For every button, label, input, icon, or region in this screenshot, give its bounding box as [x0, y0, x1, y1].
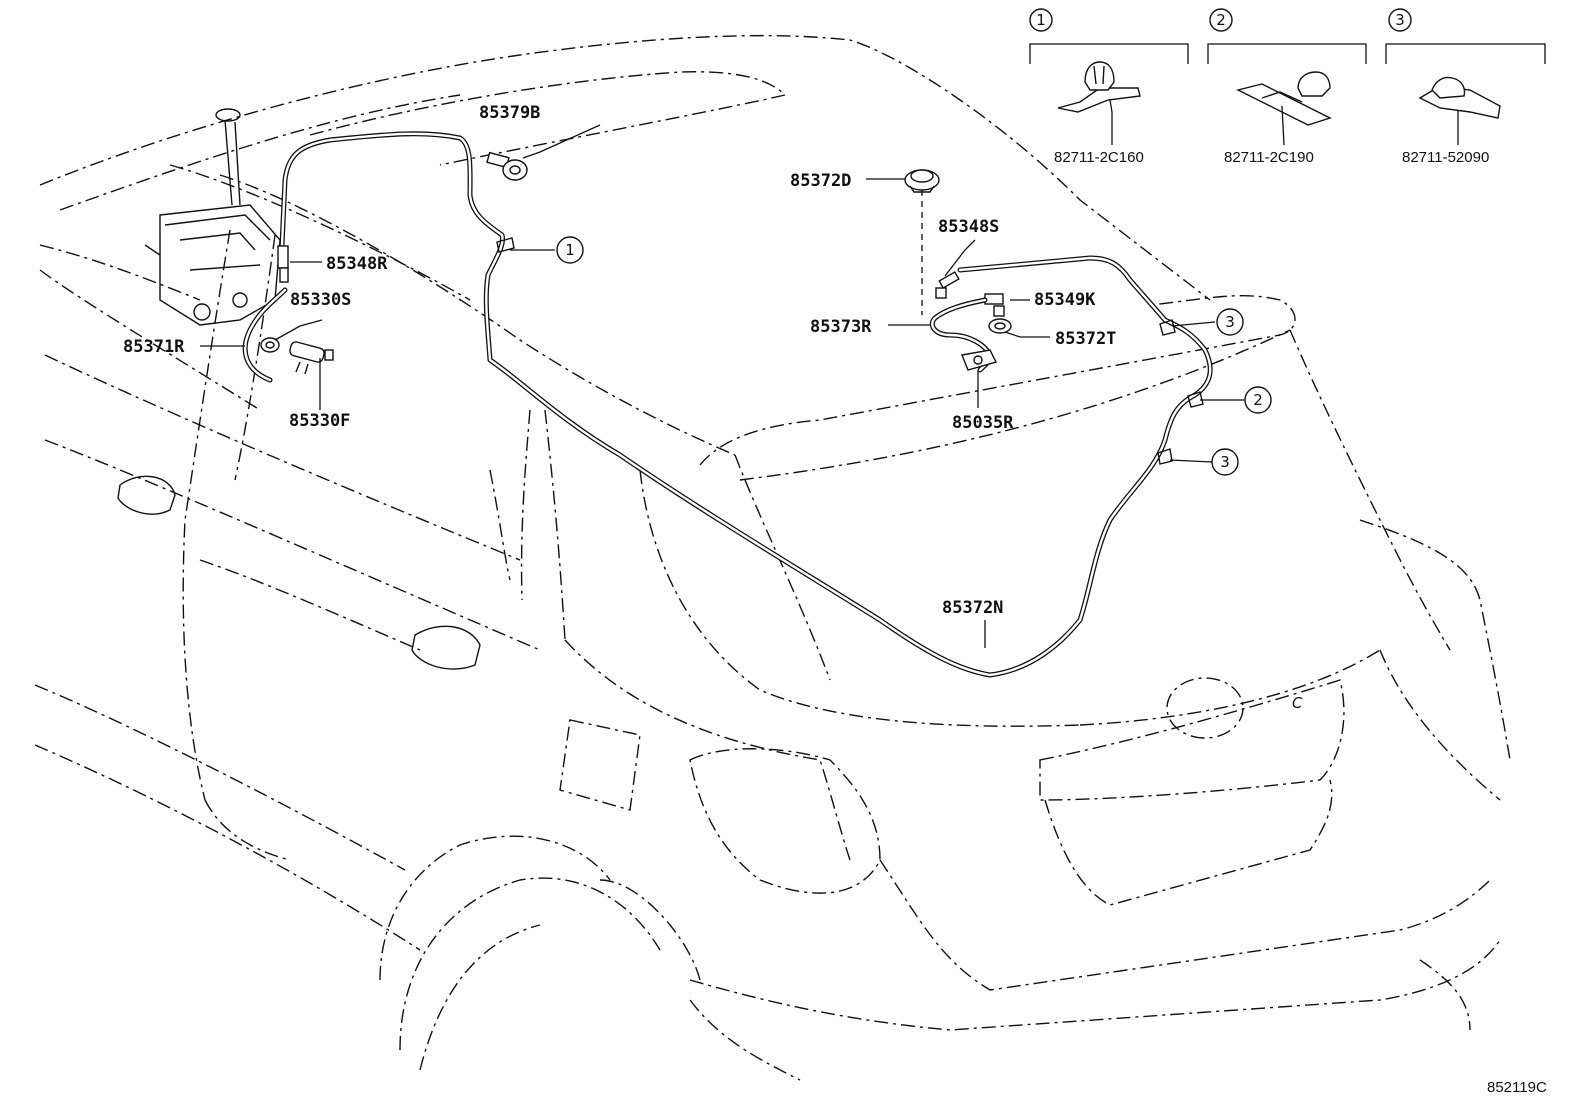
callout-circle-2: 2 — [1244, 386, 1272, 414]
legend-code-2: 82711-2C190 — [1224, 149, 1314, 166]
legend-code-3: 82711-52090 — [1402, 149, 1489, 166]
leader-lines — [200, 124, 1245, 648]
label-85373R: 85373R — [810, 317, 872, 337]
svg-text:1: 1 — [1036, 11, 1046, 29]
legend-key-3: 3 82711-52090 — [1385, 8, 1546, 166]
svg-text:3: 3 — [1395, 11, 1405, 29]
cap-85372D — [904, 169, 940, 193]
label-85372D: 85372D — [790, 171, 851, 191]
label-85035R: 85035R — [952, 413, 1014, 433]
joint-85348S — [935, 271, 960, 299]
label-85372T: 85372T — [1055, 329, 1116, 349]
grommet-85330S — [260, 337, 280, 353]
clip-legend: 1 82711-2C160 2 82711-2C190 3 — [1029, 8, 1546, 166]
callout-circle-3a: 3 — [1216, 308, 1244, 336]
emblem-letter: C — [1292, 694, 1303, 712]
clip-85379B — [486, 151, 528, 181]
label-85349K: 85349K — [1034, 290, 1096, 310]
legend-code-1: 82711-2C160 — [1054, 149, 1144, 166]
callout-circle-1: 1 — [556, 236, 584, 264]
label-85330F: 85330F — [289, 411, 350, 431]
label-85348R: 85348R — [326, 254, 388, 274]
legend-key-2: 2 82711-2C190 — [1207, 8, 1367, 166]
label-85379B: 85379B — [479, 103, 540, 123]
hose-clip-3b — [1157, 448, 1173, 465]
label-85372N: 85372N — [942, 598, 1003, 618]
svg-text:3: 3 — [1220, 453, 1230, 471]
hose-clip-3a — [1159, 319, 1176, 336]
svg-text:3: 3 — [1225, 313, 1235, 331]
valve-85349K — [984, 293, 1005, 317]
svg-text:2: 2 — [1253, 391, 1263, 409]
vehicle-body-outline — [34, 34, 1511, 1081]
washer-hose-85372N — [279, 131, 1213, 678]
nozzle-85372T — [988, 318, 1012, 334]
label-85348S: 85348S — [938, 217, 999, 237]
washer-tank — [144, 108, 281, 326]
part-labels: 85379B 85348R 85330S 85371R 85330F 85372… — [123, 103, 1116, 618]
hose-clip-1 — [496, 237, 515, 253]
legend-key-1: 1 82711-2C160 — [1029, 8, 1189, 166]
label-85330S: 85330S — [290, 290, 351, 310]
svg-text:1: 1 — [565, 241, 575, 259]
diagram-id: 852119C — [1487, 1079, 1547, 1096]
callout-circle-3b: 3 — [1211, 448, 1239, 476]
pump-85330F — [289, 341, 334, 375]
svg-text:2: 2 — [1216, 11, 1226, 29]
nozzle-85035R — [961, 349, 998, 371]
hose-clip-2 — [1187, 391, 1204, 408]
joint-85348R — [277, 245, 289, 283]
washer-hose-85371R — [242, 287, 288, 383]
label-85371R: 85371R — [123, 337, 185, 357]
